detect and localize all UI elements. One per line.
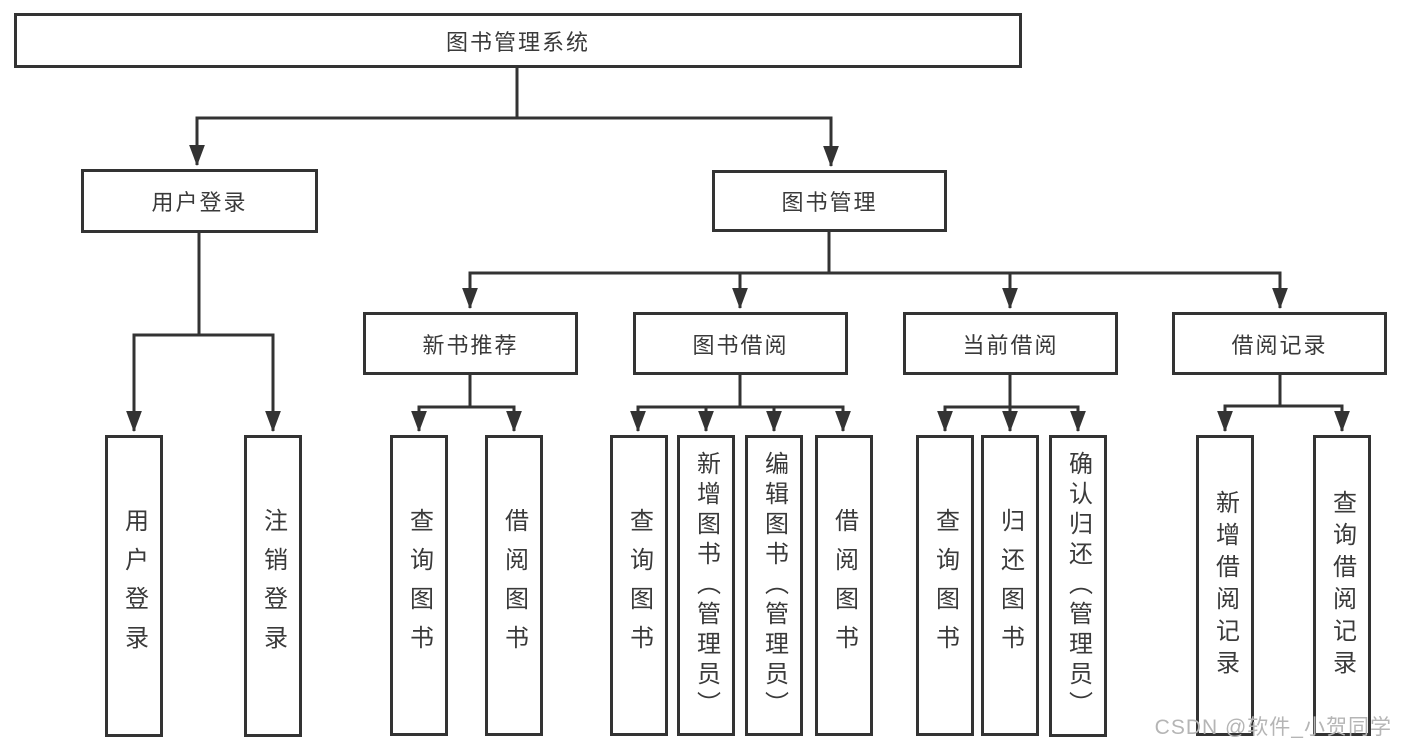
leaf-add-book-admin: 新增图书（管理员） [677, 435, 735, 736]
node-label: 新书推荐 [422, 332, 519, 358]
node-new-book-recommend: 新书推荐 [363, 312, 578, 375]
node-label: 当前借阅 [962, 332, 1059, 358]
leaf-label: 查询图书 [625, 507, 653, 664]
leaf-label: 用户登录 [120, 508, 148, 664]
node-label: 借阅记录 [1231, 332, 1328, 358]
leaf-query-books-borrow: 查询图书 [610, 435, 668, 736]
leaf-query-borrow-record: 查询借阅记录 [1313, 435, 1371, 736]
leaf-borrow-books-recommend: 借阅图书 [485, 435, 543, 736]
leaf-edit-book-admin: 编辑图书（管理员） [745, 435, 803, 736]
node-borrow-records: 借阅记录 [1172, 312, 1387, 375]
leaf-label: 注销登录 [259, 508, 287, 664]
leaf-borrow-books: 借阅图书 [815, 435, 873, 736]
leaf-user-login: 用户登录 [105, 435, 163, 737]
csdn-watermark: CSDN @软件_小贺同学 [1154, 716, 1392, 739]
leaf-label: 新增借阅记录 [1211, 489, 1239, 682]
node-book-borrow: 图书借阅 [633, 312, 848, 375]
leaf-query-books-current: 查询图书 [916, 435, 974, 736]
leaf-label: 查询借阅记录 [1328, 489, 1356, 682]
node-root-label: 图书管理系统 [445, 29, 590, 55]
leaf-label: 借阅图书 [500, 507, 528, 664]
leaf-return-books: 归还图书 [981, 435, 1039, 736]
node-user-login: 用户登录 [81, 169, 318, 233]
leaf-query-books-recommend: 查询图书 [390, 435, 448, 736]
node-label: 用户登录 [151, 190, 248, 215]
node-current-borrow: 当前借阅 [903, 312, 1118, 375]
leaf-label: 编辑图书（管理员） [760, 450, 788, 721]
leaf-label: 查询图书 [405, 507, 433, 664]
node-label: 图书借阅 [692, 332, 789, 358]
node-label: 图书管理 [781, 190, 878, 215]
leaf-logout: 注销登录 [244, 435, 302, 737]
node-root: 图书管理系统 [14, 13, 1022, 68]
leaf-add-borrow-record: 新增借阅记录 [1196, 435, 1254, 736]
node-book-management: 图书管理 [712, 170, 947, 232]
leaf-label: 归还图书 [996, 507, 1024, 664]
leaf-label: 确认归还（管理员） [1064, 451, 1092, 721]
leaf-label: 查询图书 [931, 507, 959, 664]
leaf-label: 新增图书（管理员） [692, 450, 720, 721]
leaf-label: 借阅图书 [830, 507, 858, 664]
leaf-confirm-return-admin: 确认归还（管理员） [1049, 435, 1107, 737]
